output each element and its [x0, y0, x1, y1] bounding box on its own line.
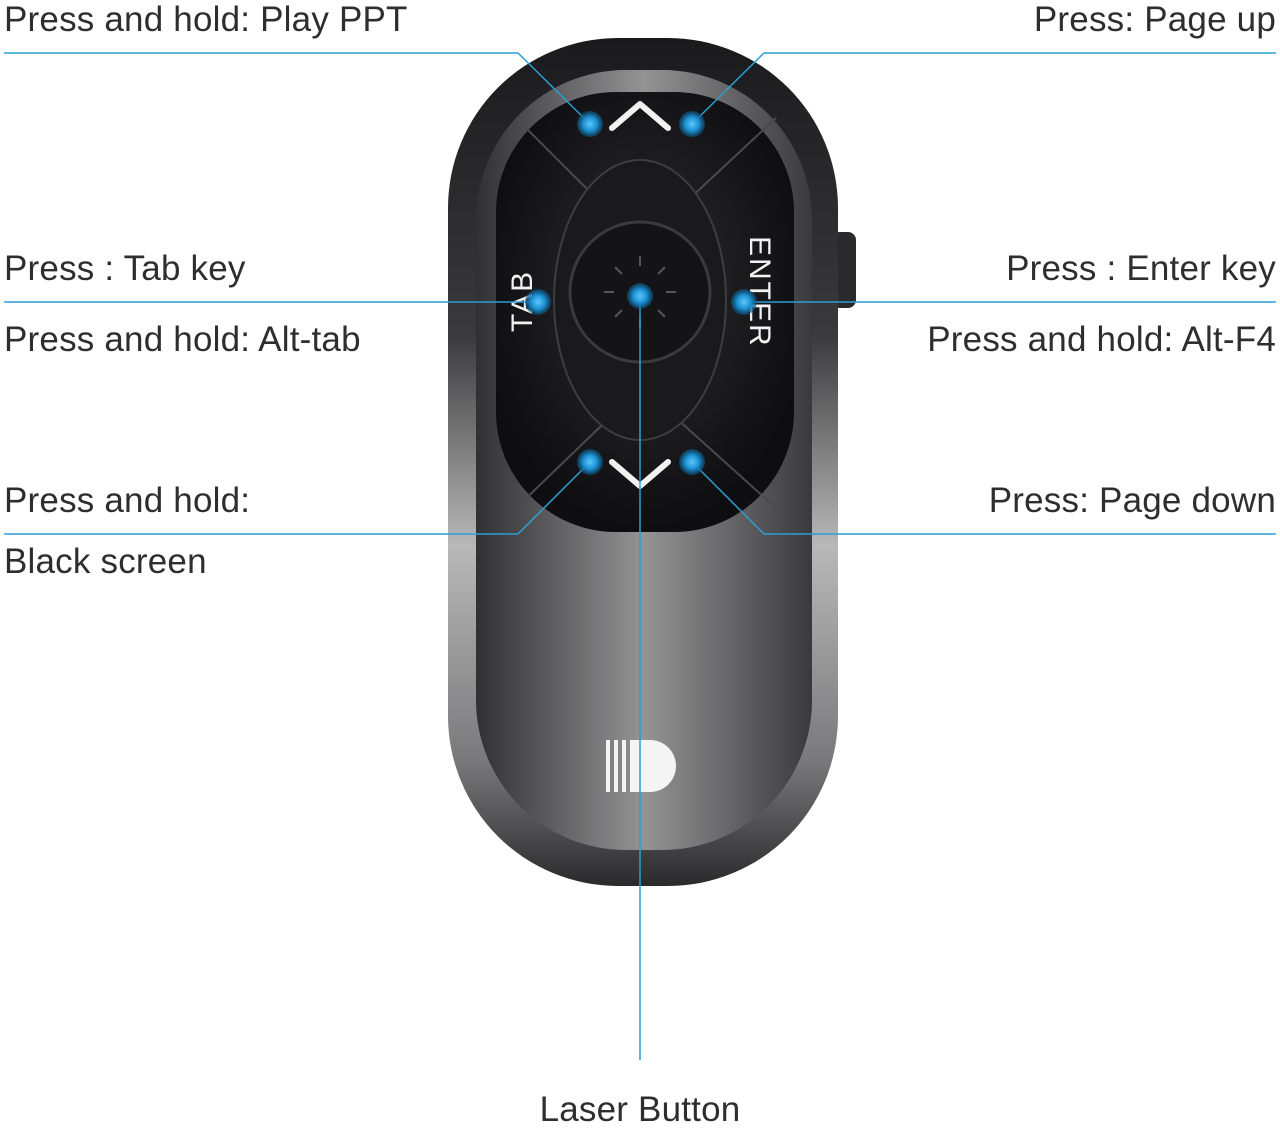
label-play-ppt: Press and hold: Play PPT [4, 0, 408, 39]
dot-play-ppt [577, 111, 603, 137]
label-enter-key: Press : Enter key [1006, 249, 1276, 288]
callout-lines [4, 52, 1276, 1060]
callout-line-black-screen [4, 461, 591, 535]
label-alt-f4: Press and hold: Alt-F4 [927, 320, 1276, 359]
dot-black-screen [577, 449, 603, 475]
label-laser-button: Laser Button [539, 1090, 741, 1129]
callout-line-page-down [691, 461, 1276, 535]
dot-page-down [679, 449, 705, 475]
label-tab-key: Press : Tab key [4, 249, 246, 288]
brand-logo [606, 740, 676, 792]
callout-line-play-ppt [4, 52, 591, 125]
chevron-up-icon [609, 101, 671, 131]
label-page-up: Press: Page up [1033, 0, 1276, 39]
label-black-screen-line1: Press and hold: [4, 481, 251, 520]
dot-page-up [679, 111, 705, 137]
indicator-dots [525, 111, 757, 475]
dot-tab [525, 289, 551, 315]
callout-line-page-up [691, 52, 1276, 125]
label-black-screen-line2: Black screen [4, 542, 207, 581]
label-page-down: Press: Page down [988, 481, 1276, 520]
dot-enter [731, 289, 757, 315]
dot-laser [627, 283, 653, 309]
label-alt-tab: Press and hold: Alt-tab [4, 320, 361, 359]
